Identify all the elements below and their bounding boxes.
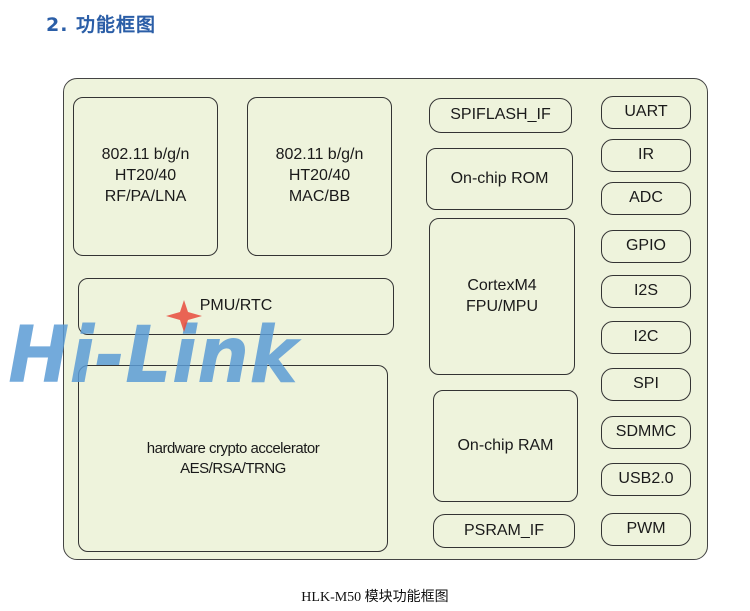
crypto-block: hardware crypto accelerator AES/RSA/TRNG [78,365,388,552]
peripheral-i2c: I2C [601,321,691,354]
peripheral-sdmmc: SDMMC [601,416,691,449]
figure-caption: HLK-M50 模块功能框图 [301,590,449,605]
peripheral-uart: UART [601,96,691,129]
block-diagram: 802.11 b/g/n HT20/40 RF/PA/LNA 802.11 b/… [63,78,708,560]
cpu-block: CortexM4 FPU/MPU [429,218,575,375]
rf-block: 802.11 b/g/n HT20/40 RF/PA/LNA [73,97,218,256]
pmu-block: PMU/RTC [78,278,394,335]
ram-block: On-chip RAM [433,390,578,502]
peripheral-i2s: I2S [601,275,691,308]
spiflash-block: SPIFLASH_IF [429,98,572,133]
peripheral-spi: SPI [601,368,691,401]
mac-block: 802.11 b/g/n HT20/40 MAC/BB [247,97,392,256]
peripheral-gpio: GPIO [601,230,691,263]
rom-block: On-chip ROM [426,148,573,210]
psram-block: PSRAM_IF [433,514,575,548]
peripheral-pwm: PWM [601,513,691,546]
section-heading: 2. 功能框图 [46,14,157,36]
peripheral-usb: USB2.0 [601,463,691,496]
peripheral-adc: ADC [601,182,691,215]
peripheral-ir: IR [601,139,691,172]
